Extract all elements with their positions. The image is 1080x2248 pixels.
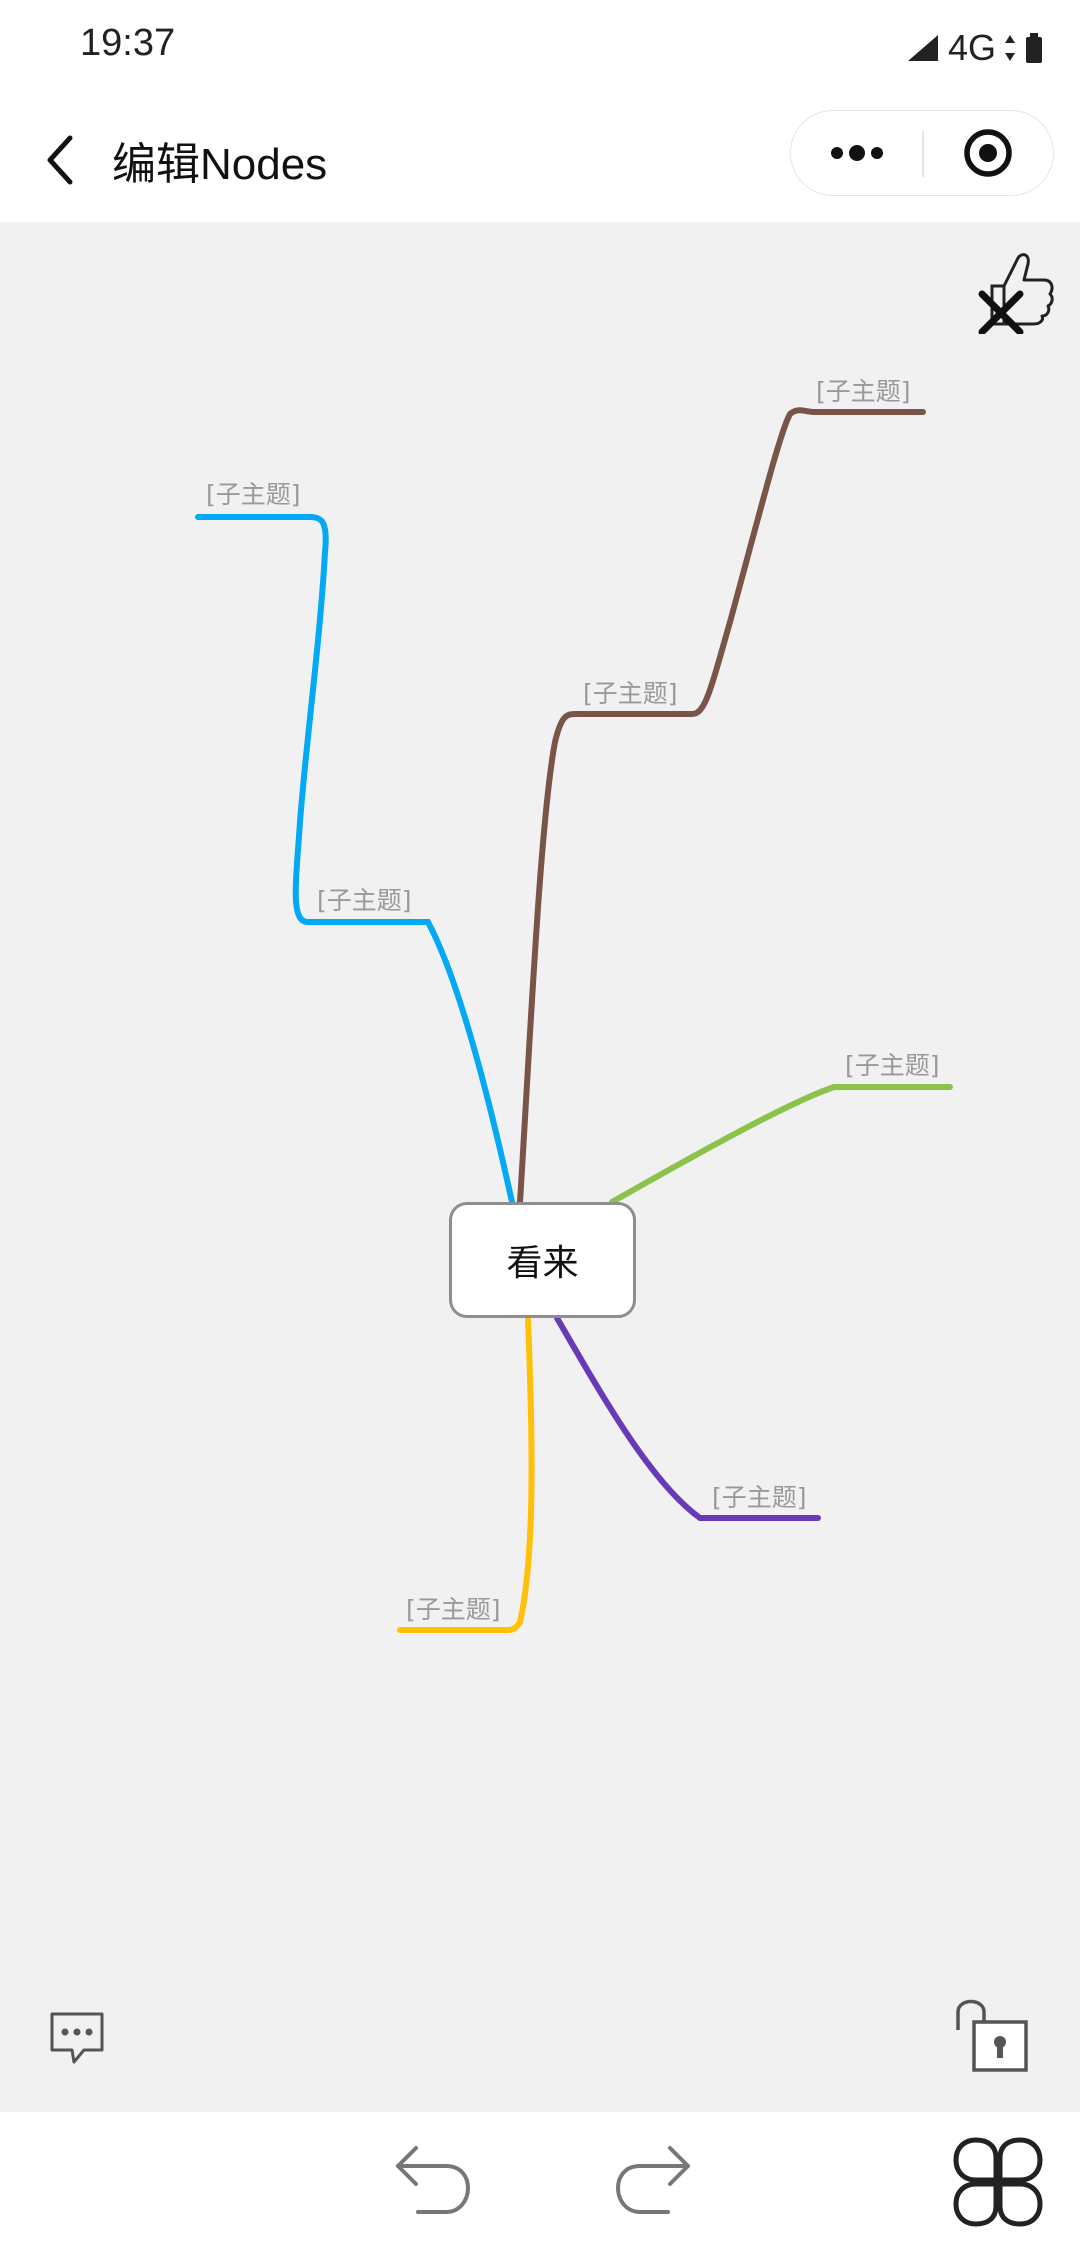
comment-icon <box>50 2012 104 2064</box>
mini-program-capsule <box>790 110 1054 196</box>
topic-label[interactable]: [子主题] <box>845 1051 940 1080</box>
mindmap-connections: [子主题] [子主题] [子主题] [子主题] [子主题] [子主题] [子主题… <box>195 377 953 1633</box>
topic-label[interactable]: [子主题] <box>406 1595 501 1624</box>
lock-button[interactable] <box>950 1992 1030 2076</box>
more-dots-icon <box>830 145 883 161</box>
topic-label[interactable]: [子主题] <box>712 1483 807 1512</box>
undo-icon <box>396 2146 471 2214</box>
branch-line-green <box>609 1084 953 1205</box>
branch-line-blue <box>195 514 515 1205</box>
apps-button[interactable] <box>952 2136 1044 2228</box>
clover-grid-icon <box>953 2137 1043 2227</box>
topic-label[interactable]: [子主题] <box>816 377 911 406</box>
target-icon <box>964 129 1012 177</box>
root-topic-node[interactable]: 看来 <box>449 1202 636 1318</box>
battery-icon <box>1026 33 1042 63</box>
data-arrows-icon <box>1005 35 1015 61</box>
unlock-icon <box>956 1999 1028 2072</box>
topic-label[interactable]: [子主题] <box>583 679 678 708</box>
topic-label[interactable]: [子主题] <box>317 886 412 915</box>
status-time: 19:37 <box>80 22 176 64</box>
branch-line-brown <box>517 407 926 1205</box>
thumbs-up-close-icon <box>978 253 1054 336</box>
chevron-left-icon <box>47 135 73 185</box>
redo-icon <box>615 2146 690 2214</box>
topic-label[interactable]: [子主题] <box>206 480 301 509</box>
back-button[interactable] <box>22 122 98 198</box>
status-indicators: 4G <box>906 26 1044 70</box>
like-button[interactable] <box>970 244 1060 336</box>
network-type: 4G <box>947 27 996 68</box>
mindmap-canvas[interactable]: [子主题] [子主题] [子主题] [子主题] [子主题] [子主题] [子主题… <box>0 222 1080 2112</box>
close-mini-program-button[interactable] <box>923 111 1053 195</box>
capsule-divider <box>922 131 924 177</box>
undo-button[interactable] <box>388 2140 476 2220</box>
branch-line-yellow <box>397 1315 535 1633</box>
nav-bar: 编辑Nodes <box>0 96 1080 222</box>
status-bar: 19:37 4G <box>0 0 1080 96</box>
page-title: 编辑Nodes <box>112 140 328 189</box>
signal-icon <box>907 35 938 61</box>
redo-button[interactable] <box>610 2140 698 2220</box>
comment-button[interactable] <box>46 2006 108 2068</box>
bottom-toolbar <box>0 2112 1080 2248</box>
more-button[interactable] <box>791 111 922 195</box>
branch-line-purple <box>554 1315 821 1521</box>
